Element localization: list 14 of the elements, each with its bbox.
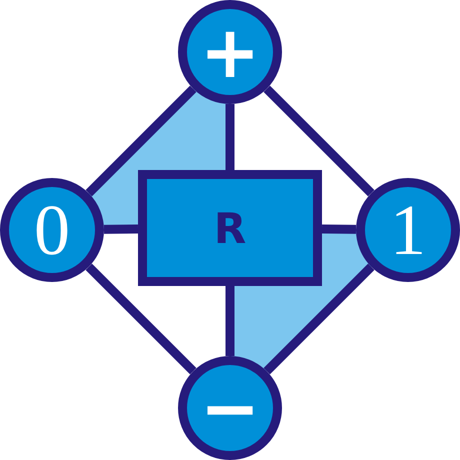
connector-line <box>264 86 374 196</box>
connector-line <box>226 286 234 356</box>
digit-label: 1 <box>390 188 426 272</box>
connector-line <box>86 264 196 374</box>
connector-line <box>322 224 356 234</box>
connector-line <box>86 86 196 196</box>
digit-label: 0 <box>34 188 70 272</box>
connector-line <box>264 264 374 374</box>
plus-sign: + <box>200 10 260 94</box>
connector-line <box>226 104 234 170</box>
minus-sign: − <box>200 366 260 450</box>
connector-line <box>104 224 138 234</box>
resistor-box <box>138 170 322 286</box>
resistor-label: R <box>214 204 246 252</box>
